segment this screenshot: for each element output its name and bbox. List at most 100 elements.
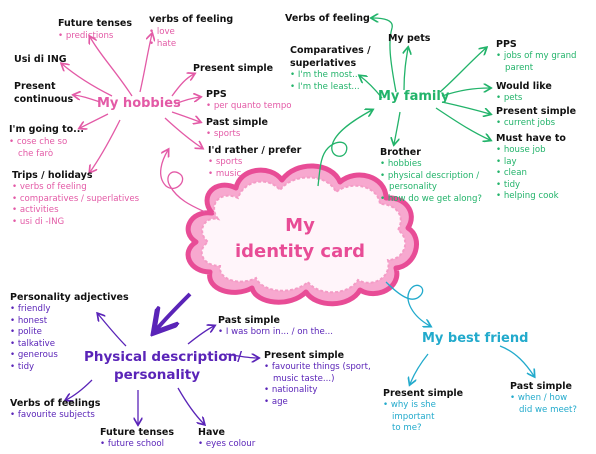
- list-item: when / how: [510, 393, 577, 405]
- list-item: predictions: [58, 31, 114, 43]
- list-item: per quanto tempo: [206, 101, 292, 113]
- physical-present-simple-list: favourite things (sport, music taste...)…: [264, 362, 371, 408]
- physical-verbs-feelings-list: favourite subjects: [10, 410, 95, 422]
- family-comparatives-l1: Comparatives /: [290, 45, 371, 56]
- list-item: polite: [10, 327, 58, 339]
- list-item: music taste...): [273, 373, 335, 384]
- list-item: personality: [389, 182, 437, 192]
- family-would-like-heading: Would like: [496, 81, 552, 92]
- list-item: age: [264, 397, 371, 409]
- list-item: eyes colour: [198, 439, 255, 451]
- list-item: verbs of feeling: [12, 182, 139, 194]
- hobbies-present-continuous-l1: Present: [14, 81, 56, 92]
- family-comparatives-l2: superlatives: [290, 58, 357, 69]
- hobbies-future-tenses-list: predictions: [58, 31, 114, 43]
- family-must-list: house job lay clean tidy helping cook: [496, 145, 559, 203]
- family-title: My family: [378, 89, 450, 104]
- list-item: helping cook: [496, 191, 559, 203]
- list-item: honest: [10, 316, 58, 328]
- hobbies-rather-list: sports music: [208, 157, 243, 181]
- physical-adjectives-heading: Personality adjectives: [10, 292, 129, 303]
- list-item: activities: [12, 205, 139, 217]
- list-item: physical description /: [380, 171, 482, 183]
- family-verbs-feeling-heading: Verbs of feeling: [285, 13, 370, 24]
- hobbies-past-simple-list: sports: [206, 129, 241, 141]
- list-item: music: [208, 169, 242, 181]
- hobbies-going-to-list: cose che so che farò: [9, 137, 67, 160]
- list-item: I was born in... / on the...: [218, 327, 333, 339]
- hobbies-trips-list: verbs of feeling comparatives / superlat…: [12, 182, 139, 228]
- physical-title-l1: Physical description/: [84, 349, 243, 365]
- hobbies-verbs-feeling-list: love hate: [149, 27, 176, 50]
- hobbies-pps-list: per quanto tempo: [206, 101, 292, 113]
- family-would-like-list: pets: [496, 93, 523, 105]
- family-brother-list: hobbies physical description / personali…: [380, 159, 482, 205]
- center-title-line2: identity card: [234, 241, 366, 262]
- physical-past-simple-list: I was born in... / on the...: [218, 327, 333, 339]
- list-item: comparatives / superlatives: [12, 194, 139, 206]
- list-item: sports: [206, 129, 241, 141]
- family-comparatives-list: I'm the most... I'm the least...: [290, 70, 361, 94]
- list-item: sports: [208, 157, 243, 169]
- hobbies-verbs-feeling-heading: verbs of feeling: [149, 14, 234, 25]
- physical-future-heading: Future tenses: [100, 427, 175, 438]
- hobbies-present-continuous-l2: continuous: [14, 94, 74, 105]
- hobbies-rather-heading: I'd rather / prefer: [208, 145, 302, 156]
- list-item: why is she: [383, 400, 436, 412]
- hobbies-title: My hobbies: [97, 96, 181, 111]
- physical-past-simple-heading: Past simple: [218, 315, 280, 326]
- hobbies-past-simple-heading: Past simple: [206, 117, 268, 128]
- list-item: love: [149, 27, 176, 39]
- family-present-simple-list: current jobs: [496, 118, 555, 130]
- center-title-line1: My: [285, 215, 315, 236]
- list-item: hobbies: [380, 159, 482, 171]
- list-item: how do we get along?: [380, 194, 482, 206]
- list-item: talkative: [10, 339, 58, 351]
- list-item: important: [392, 411, 435, 422]
- list-item: did we meet?: [519, 404, 577, 415]
- physical-arrows: [66, 292, 258, 424]
- family-must-heading: Must have to: [496, 133, 566, 144]
- family-arrows: [317, 18, 490, 187]
- friend-present-simple-heading: Present simple: [383, 388, 464, 399]
- physical-have-heading: Have: [198, 427, 225, 438]
- family-pps-heading: PPS: [496, 39, 517, 50]
- friend-arrows: [385, 281, 534, 384]
- list-item: usi di -ING: [12, 217, 139, 229]
- list-item: cose che so: [9, 137, 67, 149]
- physical-future-list: future school: [100, 439, 164, 451]
- friend-past-simple-heading: Past simple: [510, 381, 572, 392]
- hobbies-usi-ing-heading: Usi di ING: [14, 54, 67, 65]
- list-item: tidy: [10, 362, 58, 374]
- list-item: jobs of my grand: [496, 51, 577, 63]
- physical-title-l2: personality: [113, 367, 201, 383]
- list-item: future school: [100, 439, 164, 451]
- list-item: clean: [496, 168, 559, 180]
- list-item: I'm the least...: [290, 82, 360, 94]
- list-item: generous: [10, 350, 58, 362]
- list-item: house job: [496, 145, 559, 157]
- hobbies-present-simple-heading: Present simple: [193, 63, 274, 74]
- friend-title: My best friend: [422, 331, 529, 346]
- list-item: nationality: [264, 385, 371, 397]
- list-item: pets: [496, 93, 523, 105]
- friend-present-simple-list: why is she important to me?: [383, 400, 436, 435]
- hobbies-going-to-heading: I'm going to...: [9, 124, 84, 135]
- physical-have-list: eyes colour: [198, 439, 255, 451]
- family-pets-heading: My pets: [388, 33, 431, 44]
- list-item: I'm the most...: [290, 70, 361, 82]
- list-item: hate: [149, 39, 176, 51]
- list-item: friendly: [10, 304, 58, 316]
- friend-past-simple-list: when / how did we meet?: [510, 393, 577, 416]
- list-item: parent: [505, 62, 534, 73]
- cloud-shape: [185, 163, 419, 307]
- physical-present-simple-heading: Present simple: [264, 350, 345, 361]
- list-item: current jobs: [496, 118, 555, 130]
- list-item: che farò: [18, 148, 54, 159]
- list-item: favourite things (sport,: [264, 362, 371, 374]
- hobbies-trips-heading: Trips / holidays: [12, 170, 93, 181]
- hobbies-pps-heading: PPS: [206, 89, 227, 100]
- family-pps-list: jobs of my grand parent: [496, 51, 577, 74]
